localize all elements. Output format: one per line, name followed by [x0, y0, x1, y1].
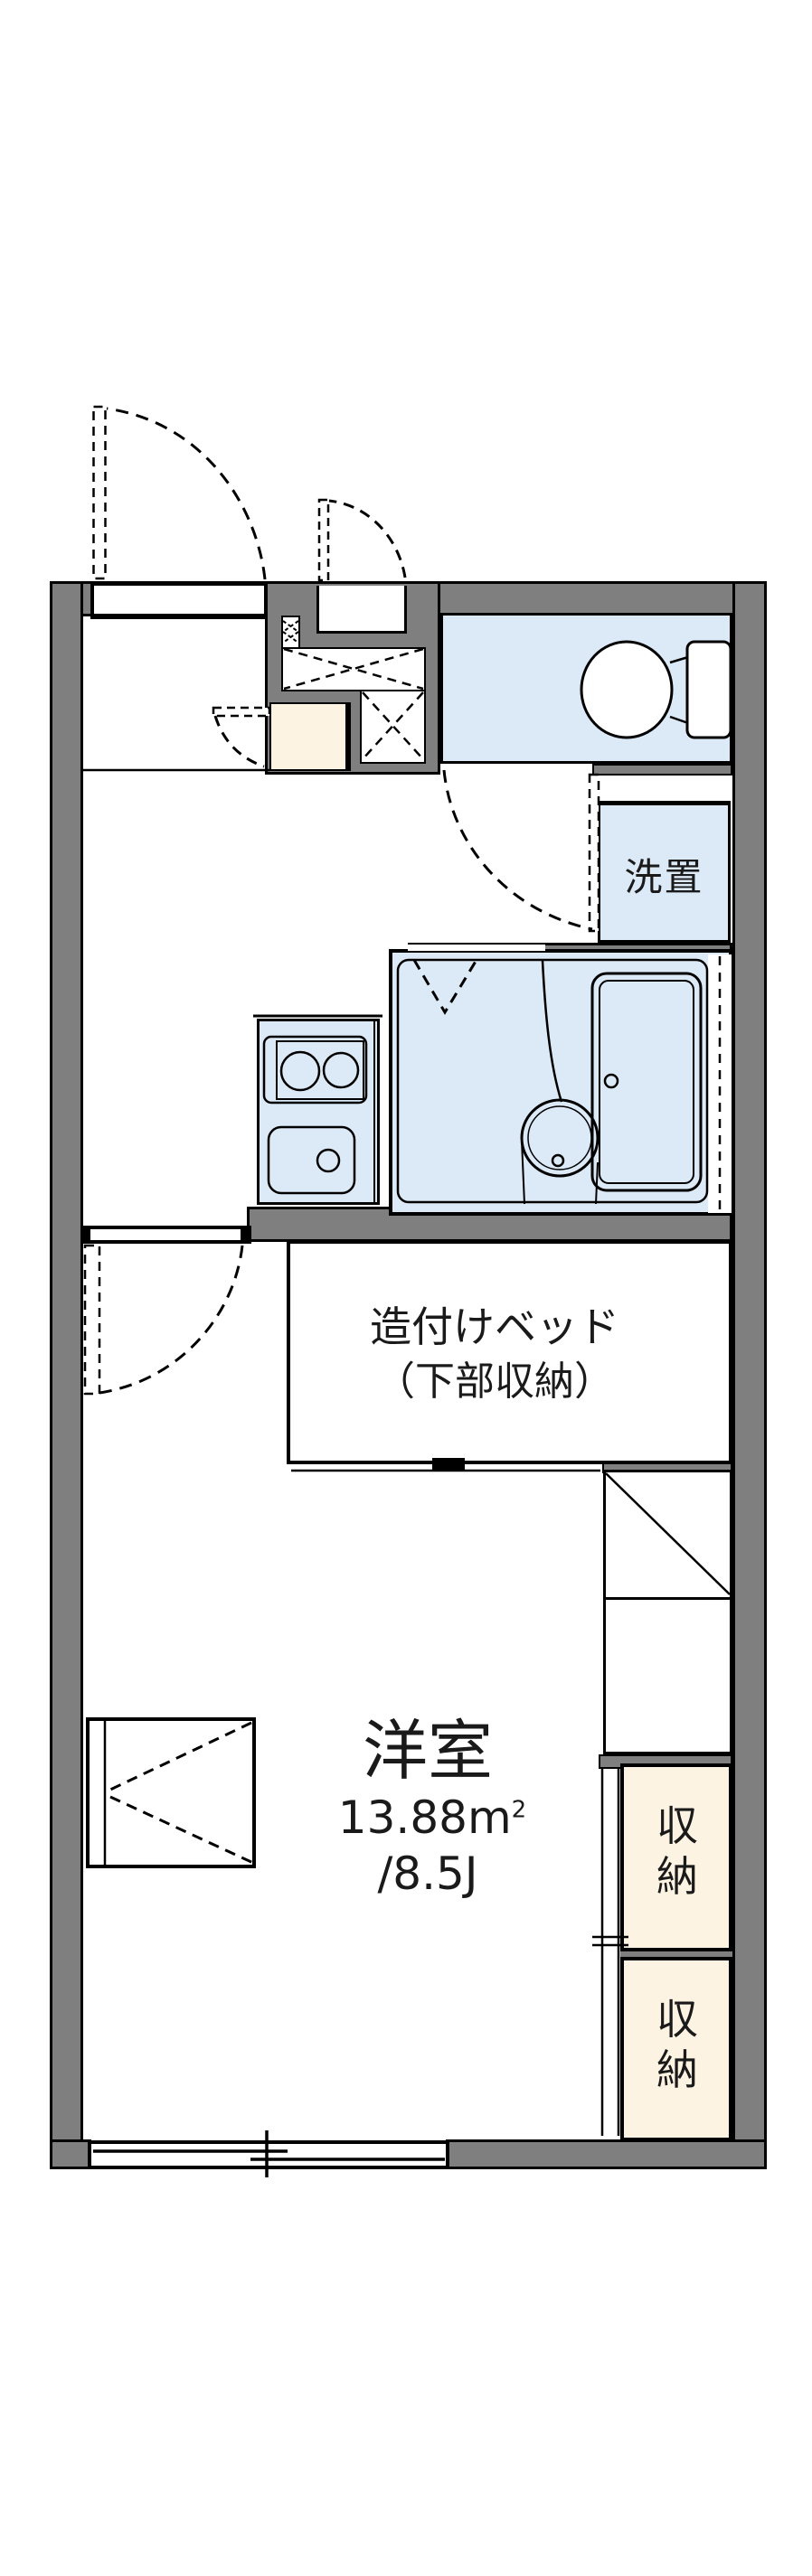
storage-upper-box: [620, 1763, 732, 1951]
storage-upper-label: 収納: [656, 1801, 698, 1902]
built-in-bed: [287, 1240, 732, 1464]
bed-label-line1: 造付けベッド: [370, 1302, 619, 1351]
shoe-cupboard-x: [283, 647, 424, 760]
bathroom-folding-door: [412, 959, 478, 1015]
small-door-recess: [316, 586, 407, 634]
unit-bath-interior: [396, 956, 722, 1213]
room-doorway: [90, 1226, 244, 1244]
toilet: [580, 640, 732, 739]
storage-lower-label: 収納: [656, 1995, 698, 2095]
wash-basin: [520, 1098, 600, 1178]
kitchen-stove: [262, 1035, 368, 1105]
closet-symbol: [103, 1720, 254, 1866]
storage-lower-box: [620, 1957, 732, 2141]
entry-doorway: [90, 581, 268, 619]
room-door: [83, 1244, 244, 1396]
washing-machine-space: [598, 801, 731, 943]
window-bottom: [88, 2139, 449, 2169]
counter-space: [603, 1597, 732, 1756]
bathtub: [590, 972, 703, 1192]
toilet-door: [442, 769, 600, 933]
washer-space-label: 洗置: [624, 855, 704, 899]
wall-left: [50, 581, 83, 2169]
sliding-window: [90, 2130, 447, 2177]
area-unit: m: [467, 1791, 512, 1844]
bed-label-line2: （下部収納）: [375, 1359, 614, 1405]
bath-threshold: [408, 943, 545, 953]
storage-door-track: [592, 1767, 628, 2136]
room-doorway-jamb-right: [241, 1226, 251, 1244]
kitchen-sink: [267, 1125, 356, 1195]
main-room-size: /8.5J: [377, 1847, 478, 1900]
entry-door: [92, 405, 267, 580]
unit-bath: [389, 949, 732, 1216]
genkan-floor: [269, 702, 351, 771]
refrigerator-diagonal: [605, 1472, 731, 1595]
main-room-area: 13.88m2: [247, 1791, 618, 1844]
small-outside-door: [317, 498, 407, 582]
main-room-name: 洋室: [362, 1713, 493, 1789]
genkan-door: [212, 706, 271, 768]
closet-box: [86, 1717, 256, 1868]
bed-edge-details: [291, 1458, 600, 1472]
area-sup: 2: [511, 1796, 527, 1824]
kitchen-fixtures: [253, 1014, 382, 1202]
area-value: 13.88: [337, 1791, 467, 1844]
wall-washroom-top: [592, 764, 732, 776]
room-doorway-jamb-left: [83, 1226, 92, 1244]
pipe-shaft-bowtie: [282, 620, 299, 644]
